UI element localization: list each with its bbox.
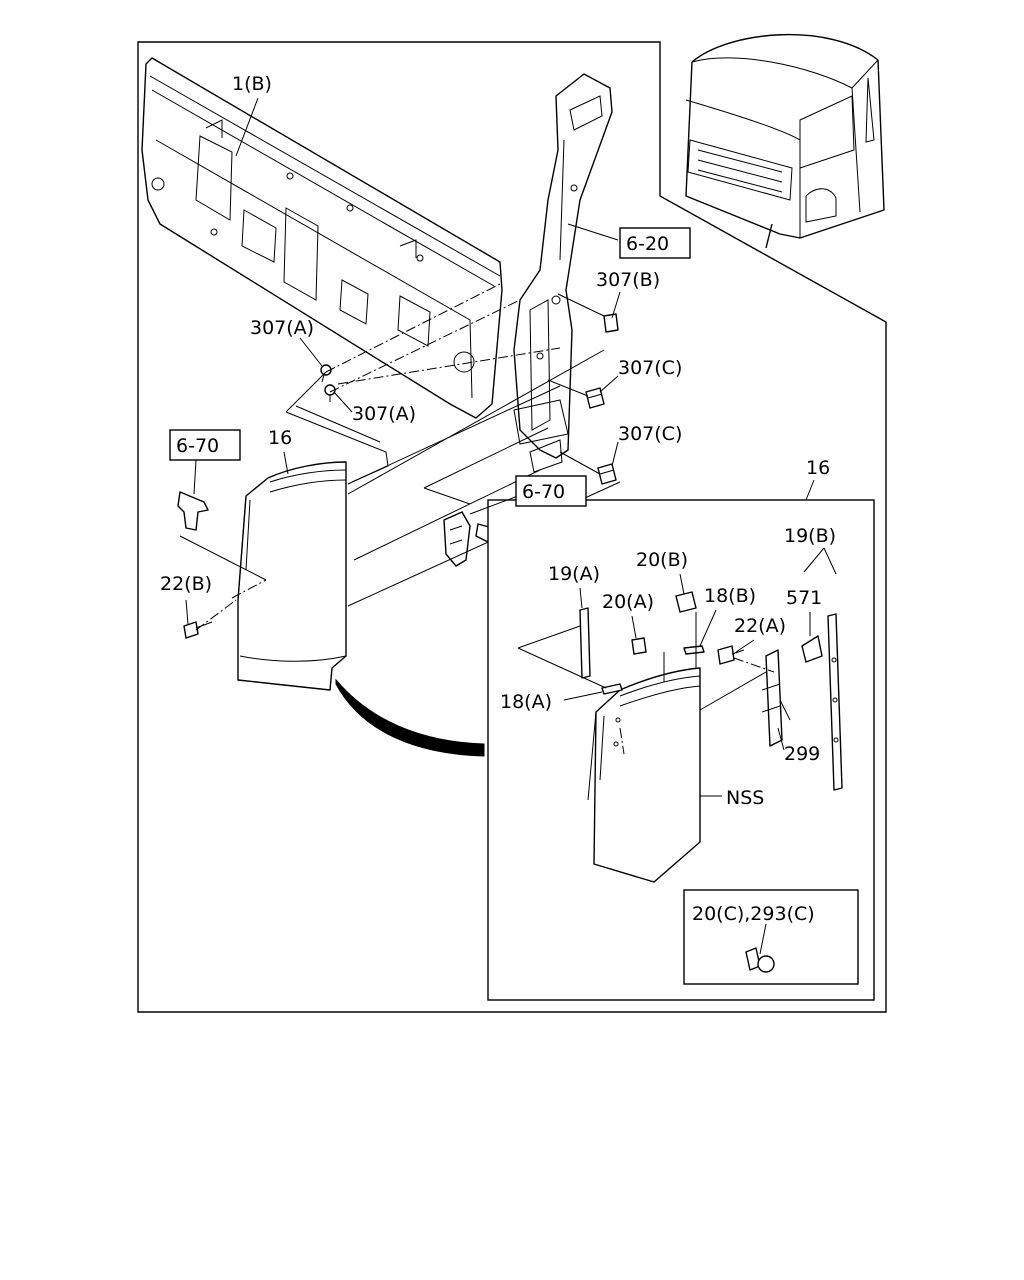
label-20b: 20(B) — [636, 549, 688, 571]
detail-arrow — [335, 678, 485, 757]
inset-screw-22a — [717, 645, 745, 665]
label-299: 299 — [784, 743, 820, 765]
bolt-307a-bottom — [324, 384, 336, 402]
inset-clip-571 — [801, 635, 823, 663]
inset-strip-19a — [579, 607, 591, 679]
label-16-left: 16 — [268, 427, 292, 449]
label-18b: 18(B) — [704, 585, 756, 607]
label-18a: 18(A) — [500, 691, 552, 713]
label-307c-bottom: 307(C) — [618, 423, 682, 445]
inset-clip-20b — [675, 591, 697, 613]
inset-leader-lines — [517, 612, 791, 755]
label-22a: 22(A) — [734, 615, 786, 637]
label-307b: 307(B) — [596, 269, 660, 291]
leader-lines — [185, 97, 837, 797]
bolt-307a-top — [320, 364, 332, 383]
clip-307c-bottom — [597, 463, 617, 485]
label-16-right: 16 — [806, 457, 830, 479]
label-6-20: 6-20 — [626, 233, 669, 255]
inset-seal-18b — [683, 645, 705, 655]
label-1b: 1(B) — [232, 73, 272, 95]
label-307a-bottom: 307(A) — [352, 403, 416, 425]
clip-307b — [603, 313, 619, 333]
label-6-70-mid: 6-70 — [522, 481, 565, 503]
bracket-left — [177, 491, 209, 531]
main-frame — [137, 41, 887, 1013]
fastener-20c-293c — [745, 923, 775, 973]
label-20a: 20(A) — [602, 591, 654, 613]
ref-box-6-70-mid — [515, 475, 587, 507]
label-20c-293c: 20(C),293(C) — [692, 903, 815, 925]
inset-strip-19b — [827, 613, 843, 791]
label-307a-top: 307(A) — [250, 317, 314, 339]
inset-corner-panel-nss — [587, 667, 701, 883]
ref-box-6-20 — [619, 227, 691, 259]
label-6-70-left: 6-70 — [176, 435, 219, 457]
ref-box-6-70-left — [169, 429, 241, 461]
label-307c-top: 307(C) — [618, 357, 682, 379]
inset-clip-20a — [631, 637, 647, 655]
cowl-panel — [141, 57, 503, 419]
label-19b: 19(B) — [784, 525, 836, 547]
label-nss: NSS — [726, 787, 764, 809]
truck-cab-illustration — [685, 33, 885, 249]
label-22b: 22(B) — [160, 573, 212, 595]
inset-seal-18a — [601, 683, 623, 695]
pillar-panel — [513, 73, 613, 473]
corner-panel-left — [237, 461, 347, 691]
clip-307c-top — [585, 387, 605, 409]
inset-bracket-299 — [761, 649, 783, 747]
label-571: 571 — [786, 587, 822, 609]
bolt-22b — [183, 621, 213, 639]
label-19a: 19(A) — [548, 563, 600, 585]
